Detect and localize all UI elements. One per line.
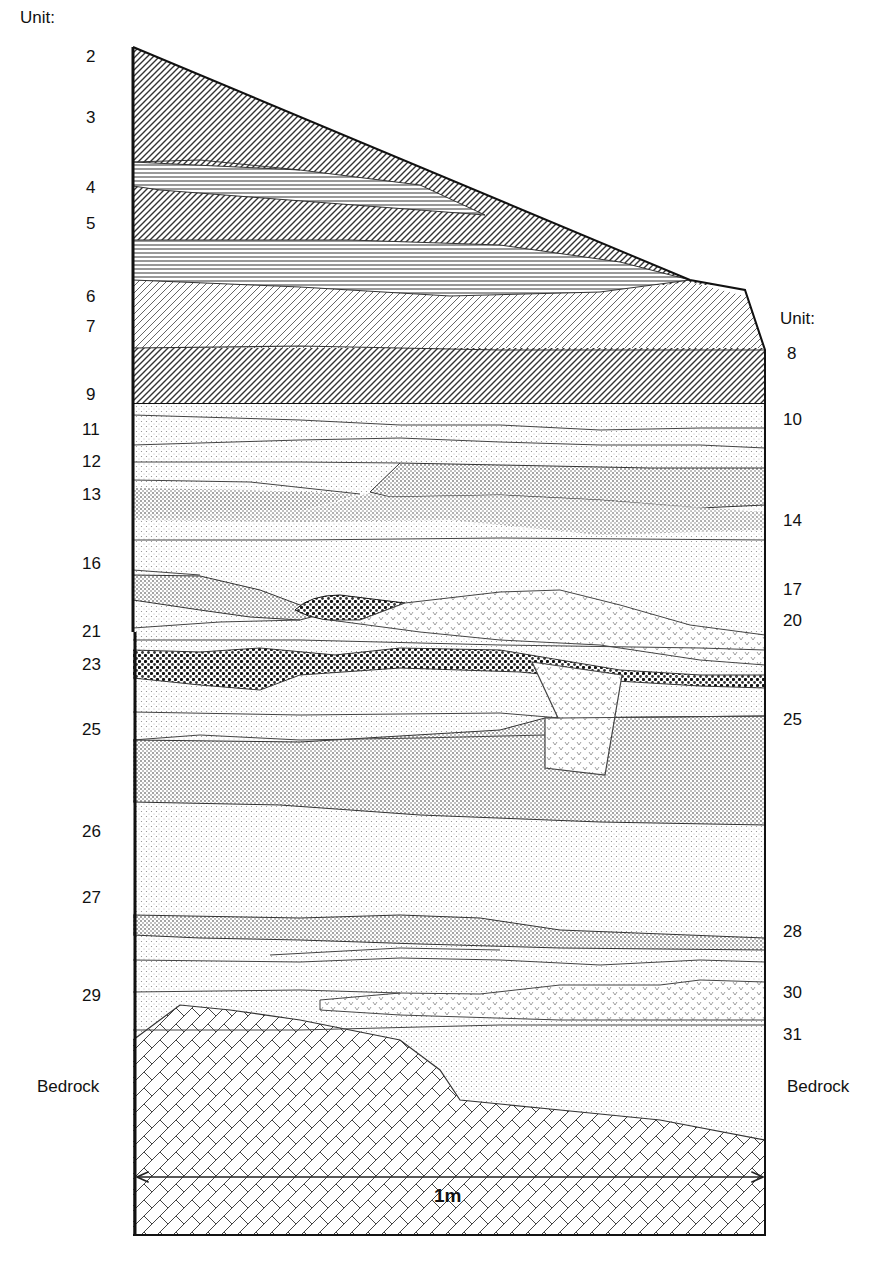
unit-number: 20 [783,612,802,631]
bedrock-label: Bedrock [37,1078,99,1097]
unit-number: 14 [783,512,802,531]
unit-number: 12 [82,453,101,472]
unit-number: 21 [82,623,101,642]
unit-number: 29 [82,987,101,1006]
column-heading: Unit: [780,310,815,329]
unit-number: 30 [783,984,802,1003]
unit-number: 11 [82,421,100,440]
scale-label: 1m [434,1186,461,1207]
unit-number: 2 [86,48,95,67]
column-heading: Unit: [20,9,55,28]
unit-number: 8 [787,345,796,364]
unit-number: 16 [82,555,101,574]
unit-number: 6 [86,288,95,307]
unit-number: 10 [783,411,802,430]
unit-number: 4 [86,179,95,198]
bedrock-label: Bedrock [787,1078,849,1097]
unit-number: 17 [783,581,802,600]
unit-number: 5 [86,215,95,234]
unit-number: 23 [82,656,101,675]
unit-number: 26 [82,823,101,842]
unit-number: 31 [783,1026,802,1045]
unit-number: 13 [82,486,101,505]
unit-number: 27 [82,889,101,908]
unit-number: 25 [783,711,802,730]
unit-number: 28 [783,923,802,942]
unit-number: 25 [82,721,101,740]
unit-number: 9 [86,386,95,405]
unit-number: 7 [86,318,95,337]
unit-number: 3 [86,109,95,128]
